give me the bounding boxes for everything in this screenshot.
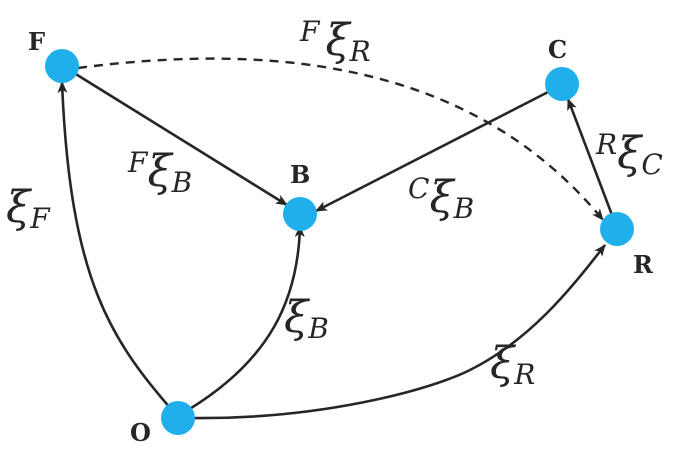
edge-label-xi-f-sub: F xyxy=(29,202,51,235)
edge-label-f-xi-r-symbol: ξ xyxy=(325,15,352,66)
node-label-c: C xyxy=(548,35,567,64)
node-label-o: O xyxy=(130,418,151,447)
edge-label-r-xi-c-symbol: ξ xyxy=(617,128,644,179)
edge-o-to-f xyxy=(57,81,179,418)
node-f xyxy=(45,49,79,83)
edge-r-to-c xyxy=(566,98,614,216)
node-label-r: R xyxy=(633,250,654,279)
edge-label-r-xi-c-sup: R xyxy=(595,128,617,161)
node-label-f: F xyxy=(28,27,45,56)
edge-label-xi-f-symbol: ξ xyxy=(6,182,33,233)
edge-label-f-xi-b-sup: F xyxy=(127,146,149,179)
edge-label-xi-r: ξR xyxy=(490,338,535,391)
edge-label-f-xi-b-symbol: ξ xyxy=(147,146,174,197)
edge-label-xi-b: ξB xyxy=(284,292,329,345)
edge-label-c-xi-b: CξB xyxy=(408,172,474,225)
edge-o-to-r xyxy=(187,244,607,420)
node-o xyxy=(161,401,195,435)
node-label-b: B xyxy=(290,160,310,189)
edge-label-c-xi-b-sub: B xyxy=(453,192,475,225)
edge-label-c-xi-b-sup: C xyxy=(408,172,429,205)
edge-label-f-xi-b-sub: B xyxy=(171,166,193,199)
edge-label-xi-f: ξF xyxy=(6,182,51,235)
edge-label-xi-b-sub: B xyxy=(307,312,329,345)
edge-label-r-xi-c: RξC xyxy=(595,128,663,181)
edge-f-to-b xyxy=(65,66,288,207)
edge-label-xi-r-sub: R xyxy=(513,358,535,391)
edge-label-xi-b-symbol: ξ xyxy=(284,292,311,343)
edge-label-r-xi-c-sub: C xyxy=(641,148,662,181)
node-b xyxy=(283,197,317,231)
edge-label-xi-r-symbol: ξ xyxy=(490,338,517,389)
node-r xyxy=(600,212,634,246)
edge-label-f-xi-r-sub: R xyxy=(349,35,371,68)
node-c xyxy=(545,67,579,101)
edge-label-f-xi-b: FξB xyxy=(127,146,192,199)
edge-label-f-xi-r-sup: F xyxy=(299,15,321,48)
edge-c-to-b xyxy=(315,88,553,213)
edge-f-to-r-dashed xyxy=(77,57,604,221)
edge-label-c-xi-b-symbol: ξ xyxy=(429,172,456,223)
edge-o-to-b xyxy=(187,225,305,412)
